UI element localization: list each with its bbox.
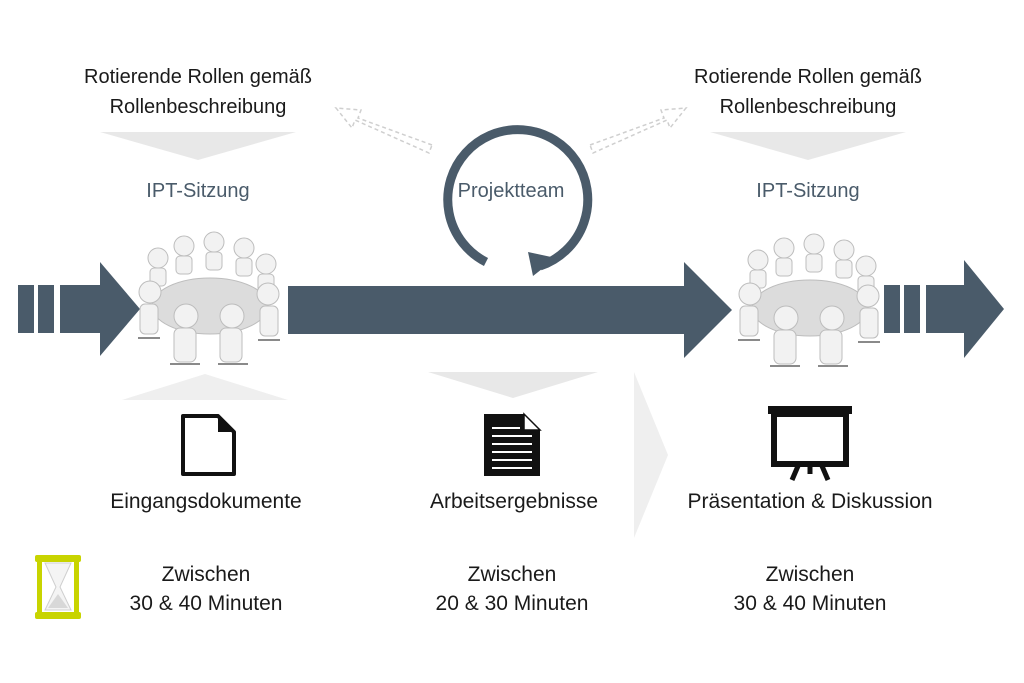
column-label-results: Arbeitsergebnisse (429, 490, 599, 513)
down-arrow-left (100, 132, 296, 160)
cycle-arrow-icon (443, 125, 593, 271)
main-process-arrow (288, 262, 732, 358)
up-arrow-left (122, 374, 288, 400)
roles-line2-right: Rollenbeschreibung (719, 96, 897, 118)
duration-input-docs: Zwischen 30 & 40 Minuten (106, 560, 306, 618)
duration-line1: Zwischen (467, 563, 557, 586)
roles-line2-left: Rollenbeschreibung (109, 96, 287, 118)
duration-line1: Zwischen (765, 563, 855, 586)
meeting-table-icon-left (138, 231, 280, 365)
down-arrow-right (710, 132, 906, 160)
duration-results: Zwischen 20 & 30 Minuten (412, 560, 612, 618)
roles-text-right: Rotierende Rollen gemäß Rollenbeschreibu… (650, 62, 966, 122)
session-title-right: IPT-Sitzung (756, 180, 860, 202)
roles-text-left: Rotierende Rollen gemäß Rollenbeschreibu… (40, 62, 356, 122)
dashed-arrow-left (334, 107, 433, 155)
dashed-arrow-right (589, 107, 688, 155)
meeting-table-icon-right (738, 233, 880, 367)
hourglass-icon (35, 555, 81, 619)
project-team-label: Projektteam (457, 180, 565, 202)
column-label-input-docs: Eingangsdokumente (110, 490, 302, 513)
duration-line1: Zwischen (161, 563, 251, 586)
left-entry-arrow (18, 262, 140, 356)
duration-presentation: Zwischen 30 & 40 Minuten (710, 560, 910, 618)
duration-line2: 30 & 40 Minuten (129, 592, 283, 615)
right-exit-arrow (884, 260, 1004, 358)
roles-line1-left: Rotierende Rollen gemäß (84, 66, 312, 88)
column-label-presentation: Präsentation & Diskussion (687, 490, 933, 513)
text-document-icon (484, 412, 542, 476)
cycle-arrow-head (528, 252, 556, 276)
document-icon (181, 414, 236, 476)
duration-line2: 30 & 40 Minuten (733, 592, 887, 615)
down-arrow-center (428, 372, 598, 398)
roles-line1-right: Rotierende Rollen gemäß (694, 66, 922, 88)
side-arrow-center (634, 372, 668, 538)
session-title-left: IPT-Sitzung (146, 180, 250, 202)
duration-line2: 20 & 30 Minuten (435, 592, 589, 615)
presentation-board-icon (768, 406, 852, 481)
